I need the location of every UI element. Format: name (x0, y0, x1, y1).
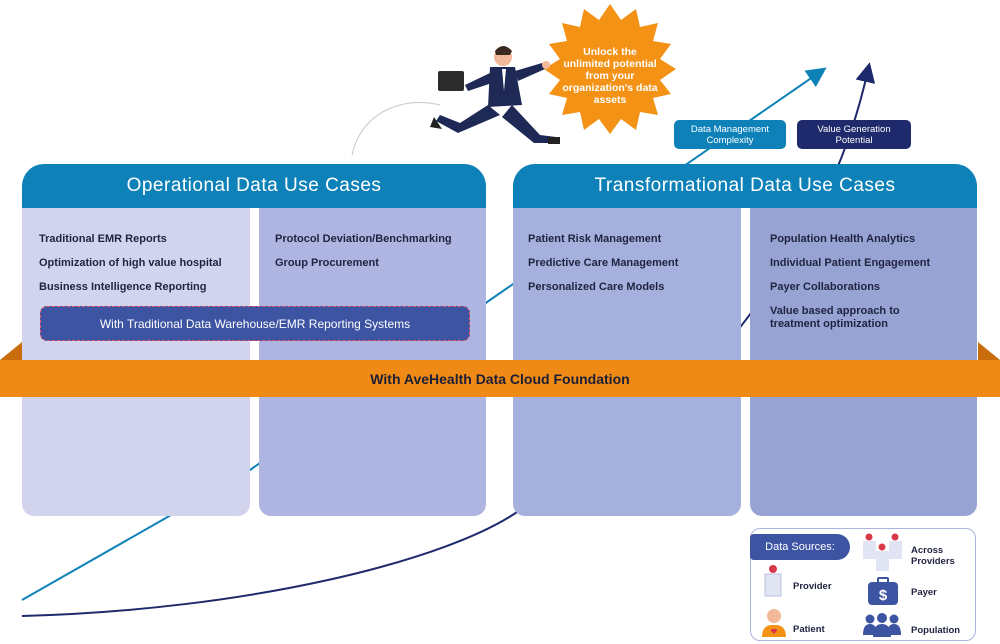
list-item: Predictive Care Management (528, 257, 679, 269)
list-item: Patient Risk Management (528, 233, 662, 245)
legend-provider: Provider (793, 581, 832, 592)
businessman-illustration (430, 46, 560, 144)
list-item: Payer Collaborations (770, 281, 881, 293)
hospitals-icon (863, 533, 902, 571)
legend-population: Population (911, 625, 961, 636)
svg-text:$: $ (879, 587, 888, 604)
patient-icon (762, 609, 786, 637)
transformational-header: Transformational Data Use Cases (513, 164, 977, 208)
list-item: Traditional EMR Reports (39, 233, 167, 245)
data-cloud-band: With AveHealth Data Cloud Foundation (0, 360, 1000, 397)
hospital-icon (764, 565, 782, 597)
list-item: Personalized Care Models (528, 281, 665, 293)
idea-burst (544, 4, 676, 134)
legend-title: Data Sources: (750, 534, 850, 560)
burst-text: Unlock the unlimited potential from your… (562, 46, 658, 106)
list-item: Business Intelligence Reporting (39, 281, 207, 293)
list-item: Individual Patient Engagement (770, 257, 931, 269)
payer-icon: $ (868, 577, 898, 605)
population-icon (863, 613, 901, 637)
list-item: treatment optimization (770, 318, 888, 330)
list-item: Group Procurement (275, 257, 379, 269)
list-item: Protocol Deviation/Benchmarking (275, 233, 452, 245)
legend-payer: Payer (911, 587, 937, 598)
list-item: Population Health Analytics (770, 233, 916, 245)
warehouse-banner: With Traditional Data Warehouse/EMR Repo… (40, 306, 470, 341)
list-item: Optimization of high value hospital (39, 257, 222, 269)
legend-patient: Patient (793, 624, 825, 635)
operational-header: Operational Data Use Cases (22, 164, 486, 208)
list-item: Value based approach to (770, 305, 900, 317)
